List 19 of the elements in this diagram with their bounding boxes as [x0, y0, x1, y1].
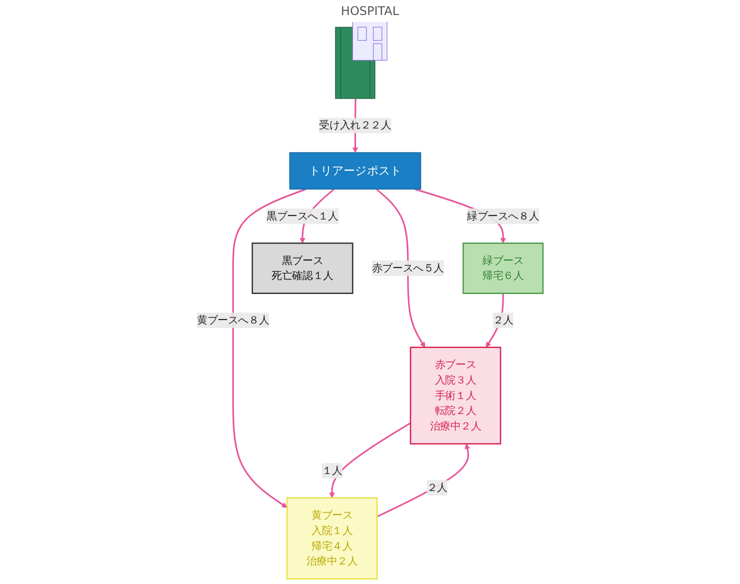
- edge-label: 緑ブースへ８人: [467, 210, 540, 222]
- node-box: 黒ブース 死亡確認１人: [252, 242, 354, 294]
- arrow: [376, 444, 470, 518]
- edge-label: 受け入れ２２人: [319, 119, 392, 132]
- edge-label: 黒ブースへ１人: [266, 210, 338, 222]
- node-box: 緑ブース 帰宅６人: [462, 242, 544, 294]
- edge-label: １人: [322, 464, 342, 477]
- arrow: [486, 293, 504, 348]
- arrow: [329, 422, 411, 498]
- arrow: [376, 188, 426, 348]
- edge-label: ２人: [492, 314, 514, 326]
- node-box: 黄ブース 入院１人 帰宅４人 治療中２人: [286, 497, 378, 580]
- edge-label: 赤ブースへ５人: [372, 262, 444, 274]
- arrow: [232, 188, 306, 508]
- node-box: 赤ブース 入院３人 手術１人 転院２人 治療中２人: [410, 346, 502, 444]
- note-text: HOSPITAL: [340, 4, 400, 18]
- edge-label: 黄ブースへ８人: [197, 314, 270, 326]
- edge-label: ２人: [426, 481, 448, 494]
- node-box: トリアージポスト: [289, 152, 422, 190]
